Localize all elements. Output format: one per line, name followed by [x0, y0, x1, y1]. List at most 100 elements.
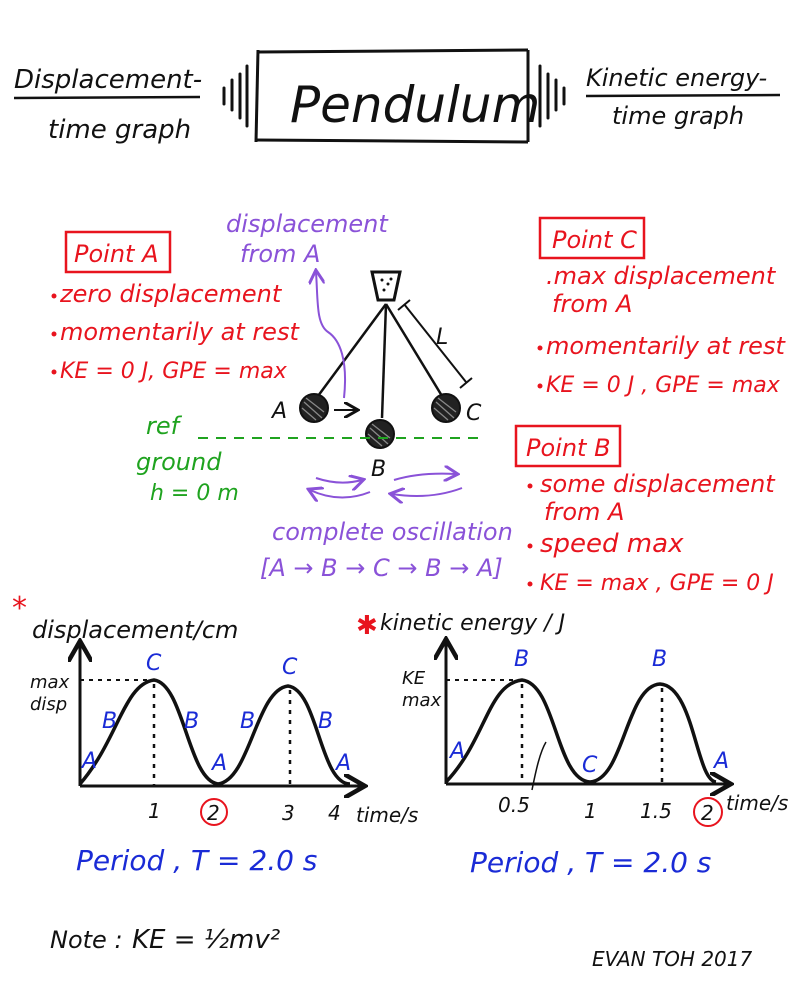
disp-max-label-line2: disp [30, 694, 67, 715]
pivot-clamp [370, 270, 402, 302]
swing-arrow-top-left [315, 478, 362, 483]
displacement-label-line1: displacement [226, 210, 389, 238]
ref-ground-line2: ground [136, 448, 222, 476]
disp-tick-4: 4 [328, 801, 341, 825]
point-c-title: Point C [552, 226, 637, 254]
point-b-bullet-1: some displacement [540, 470, 776, 498]
point-b-notes: Point B some displacement from A speed m… [514, 424, 776, 596]
ke-point-a1: A [448, 739, 465, 764]
length-dimension-line [403, 303, 467, 383]
disp-curve [78, 678, 351, 786]
left-heading-line2: time graph [48, 115, 191, 145]
right-heading-line1: Kinetic energy- [586, 64, 767, 92]
point-b-box [514, 424, 622, 468]
point-a-bullet-2: momentarily at rest [60, 318, 300, 346]
ke-tick-0-5: 0.5 [498, 793, 530, 817]
bob-c [431, 393, 461, 423]
length-label: L [436, 325, 448, 350]
ref-ground-line1: ref [146, 412, 183, 440]
disp-point-a1: A [80, 749, 97, 774]
swing-arrow-top-right [393, 474, 456, 480]
point-c-bullet-3: momentarily at rest [546, 332, 786, 360]
left-heading-line1: Displacement- [14, 65, 202, 95]
disp-point-b3: B [240, 709, 255, 734]
disp-point-a2: A [210, 751, 227, 776]
signature: EVAN TOH 2017 [592, 947, 752, 971]
point-a-box [64, 230, 172, 274]
swing-arrow-bottom-left [310, 490, 371, 498]
oscillation-sequence: [A → B → C → B → A] [260, 554, 503, 582]
disp-point-c2: C [282, 655, 298, 680]
displacement-pointer-arrow [316, 272, 346, 399]
point-b-bullet-2: from A [544, 498, 624, 526]
label-a: A [270, 399, 287, 424]
point-c-bullet-2: from A [552, 290, 632, 318]
point-b-bullet-4: KE = max , GPE = 0 J [540, 571, 774, 596]
displacement-time-graph: * displacement/cm max disp A B C B A B C… [12, 591, 418, 877]
string-c [384, 303, 444, 397]
disp-point-c1: C [146, 651, 162, 676]
disp-point-b4: B [318, 709, 333, 734]
right-title-ticks [538, 64, 566, 128]
point-b-title: Point B [526, 434, 611, 462]
note-prefix: Note : [50, 926, 123, 954]
disp-max-label-line1: max [30, 672, 70, 693]
ke-tick-1-5: 1.5 [640, 799, 672, 823]
ke-max-label-line1: KE [402, 668, 426, 689]
disp-period: Period , T = 2.0 s [76, 844, 317, 877]
title-box [254, 48, 530, 144]
disp-point-b1: B [102, 709, 117, 734]
bob-a [299, 393, 329, 423]
disp-graph-xlabel: time/s [356, 803, 418, 827]
page-title: Pendulum [290, 76, 540, 134]
ke-graph-xlabel: time/s [726, 791, 788, 815]
point-b-bullet-3: speed max [540, 529, 684, 559]
point-c-notes: Point C .max displacement from A momenta… [537, 216, 786, 398]
ke-point-a2: A [712, 749, 729, 774]
right-heading-underline [585, 93, 781, 98]
ke-tick-2-highlight [693, 797, 723, 827]
string-b [380, 303, 388, 419]
label-b: B [371, 457, 386, 482]
disp-point-b2: B [184, 709, 199, 734]
point-a-notes: Point A zero displacement momentarily at… [51, 230, 300, 384]
disp-graph-asterisk: * [12, 591, 27, 626]
swing-arrow-bottom-right [392, 488, 463, 496]
ke-graph-ylabel: kinetic energy / J [380, 611, 565, 636]
point-a-title: Point A [74, 240, 159, 268]
ke-graph-asterisk: ✱ [356, 611, 378, 641]
disp-tick-2-highlight [200, 798, 228, 826]
left-title-ticks [222, 64, 249, 128]
disp-graph-ylabel: displacement/cm [32, 616, 238, 644]
right-heading-line2: time graph [612, 102, 744, 130]
ke-tick-1: 1 [584, 799, 597, 823]
bob-b [365, 419, 395, 449]
point-a-bullet-3: KE = 0 J, GPE = max [60, 359, 288, 384]
header: Displacement- time graph Pendulum Kineti… [13, 48, 781, 145]
left-heading-underline [13, 95, 201, 100]
disp-tick-2: 2 [207, 801, 220, 825]
footer: Note : KE = ½mv² EVAN TOH 2017 [50, 925, 752, 971]
ke-period: Period , T = 2.0 s [470, 846, 711, 879]
ke-point-b2: B [652, 647, 667, 672]
ke-tick-2: 2 [701, 801, 714, 825]
ke-point-c: C [582, 753, 598, 778]
ke-time-graph: ✱ kinetic energy / J KE max A B C B A 0.… [356, 611, 788, 879]
disp-point-a3: A [334, 751, 351, 776]
disp-tick-1: 1 [148, 799, 161, 823]
ref-ground-line3: h = 0 m [150, 481, 239, 506]
note-formula: KE = ½mv² [132, 925, 280, 955]
point-c-bullet-1: .max displacement [546, 262, 777, 290]
point-c-bullet-4: KE = 0 J , GPE = max [546, 373, 781, 398]
ke-annotation-stroke [531, 741, 547, 791]
ke-max-label-line2: max [402, 690, 442, 711]
point-a-bullet-1: zero displacement [59, 280, 283, 308]
string-a [316, 303, 388, 397]
oscillation-title: complete oscillation [272, 518, 513, 546]
disp-tick-3: 3 [282, 801, 295, 825]
ke-curve [444, 678, 717, 784]
pendulum-diagram: L A B C displacement from A complete [136, 210, 513, 582]
label-c: C [466, 401, 482, 426]
point-c-box [538, 216, 646, 260]
